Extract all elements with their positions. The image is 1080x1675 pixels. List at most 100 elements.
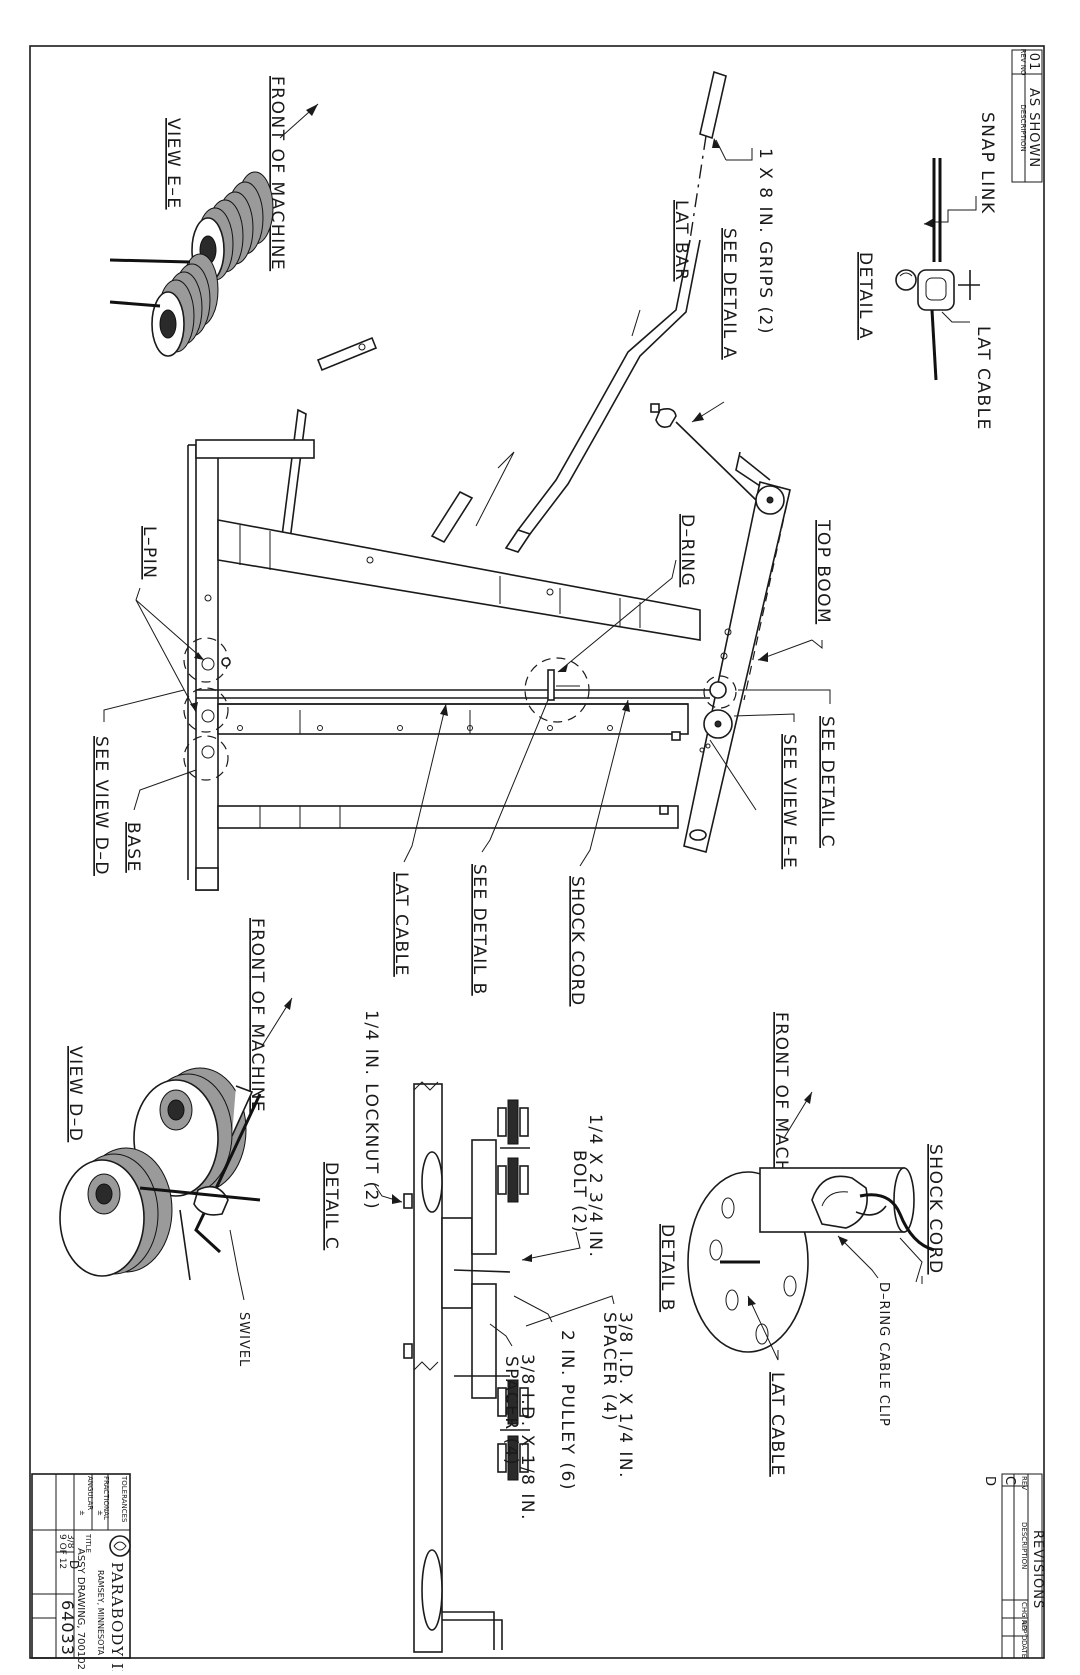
label-l-pin: L–PIN — [139, 526, 159, 579]
angular-value: ± — [78, 1510, 86, 1516]
fractional-caption: FRACTIONAL — [102, 1476, 110, 1520]
snap-link-on-bar — [655, 408, 677, 428]
label-pulley: 2 IN. PULLEY (6) — [557, 1330, 577, 1491]
detail-b: FRONT OF MACHINE DETAIL B SHOCK CORD D–R… — [657, 1012, 945, 1477]
detail-c-callout — [703, 675, 737, 709]
revisions-col-appd: APP'D — [1020, 1620, 1028, 1641]
revisions-zone: D — [982, 1476, 997, 1487]
label-grips: 1 X 8 IN. GRIPS (2) — [755, 148, 775, 335]
detail-a: SNAP LINK LAT CABLE DETAIL A — [855, 112, 997, 431]
rev-description: AS SHOWN — [1026, 88, 1041, 168]
label-d-ring-clip: D–RING CABLE CLIP — [876, 1282, 891, 1427]
size-value: D — [67, 1560, 81, 1569]
label-bolt-line1: 1/4 X 2 3/4 IN. — [585, 1114, 605, 1258]
label-spacer-a-line2: SPACER (4) — [599, 1312, 619, 1422]
label-locknut: 1/4 IN. LOCKNUT (2) — [361, 1010, 381, 1210]
see-view-d-callout — [183, 687, 229, 733]
lat-bar — [517, 239, 691, 531]
front-upright — [217, 703, 689, 735]
base-brace — [281, 408, 307, 542]
label-see-detail-a: SEE DETAIL A — [719, 228, 739, 360]
label-spacer-b-line2: SPACER (4) — [501, 1356, 521, 1466]
label-shock-cord-main: SHOCK CORD — [567, 876, 587, 1007]
label-lat-cable-main: LAT CABLE — [391, 872, 411, 977]
label-snap-link: SNAP LINK — [977, 112, 997, 215]
drawing-title: ASSY DRAWING, 700102 — [75, 1548, 86, 1670]
title-detail-b: DETAIL B — [657, 1224, 677, 1312]
detail-b-callout — [524, 657, 590, 723]
label-spacer-b-line1: 3/8 I.D. X 1/8 IN. — [517, 1354, 537, 1521]
swivel-icon — [193, 1185, 229, 1216]
label-bolt-line2: BOLT (2) — [569, 1150, 589, 1234]
grip-lower — [504, 529, 532, 553]
title-detail-a: DETAIL A — [855, 252, 875, 340]
leader-lat-cable-a — [941, 311, 970, 323]
lat-cable-to-boom — [675, 421, 757, 501]
label-lat-cable-b: LAT CABLE — [767, 1372, 787, 1477]
weight-plate-lower — [59, 1147, 173, 1277]
pulley-upper-group — [497, 1099, 530, 1203]
drawing-number: 64033 — [58, 1600, 77, 1656]
foot-pad — [316, 336, 378, 372]
view-e-e: FRONT OF MACHINE VIEW E–E — [109, 76, 319, 357]
lat-bar-assembly: 1 X 8 IN. GRIPS (2) SEE DETAIL A LAT BAR — [430, 70, 775, 553]
company-city: RAMSEY, MINNESOTA — [96, 1570, 105, 1656]
weight-stack-lower — [151, 253, 219, 357]
revisions-rev: C — [1002, 1476, 1017, 1486]
parabody-logo-icon — [109, 1535, 131, 1557]
label-front-of-machine-b: FRONT OF MACHINE — [771, 1012, 791, 1207]
label-shock-cord-b: SHOCK CORD — [925, 1144, 945, 1275]
grip-cut — [430, 490, 474, 544]
revisions-col-date: DATE — [1020, 1640, 1028, 1658]
tolerances-caption: TOLERANCES — [120, 1475, 128, 1523]
label-see-detail-b: SEE DETAIL B — [469, 864, 489, 996]
rev-number: 01 — [1026, 53, 1041, 72]
base-member — [195, 444, 219, 891]
angular-caption: ANGULAR — [86, 1476, 94, 1510]
d-ring-clip-icon — [811, 1175, 868, 1229]
revisions-title: REVISIONS — [1030, 1530, 1045, 1609]
company-name: PARABODY INC. — [108, 1562, 126, 1671]
rev-col-header: REV NO — [1019, 48, 1027, 76]
title-detail-c: DETAIL C — [321, 1162, 341, 1250]
label-front-of-machine-e: FRONT OF MACHINE — [267, 76, 287, 271]
sheet-value: 9 OF 12 — [57, 1534, 67, 1569]
leader-snap-link — [932, 196, 977, 223]
label-top-boom: TOP BOOM — [813, 519, 833, 624]
label-base: BASE — [123, 822, 143, 873]
grip-upper — [699, 70, 727, 140]
right-upright — [217, 805, 679, 829]
desc-col-header: DESCRIPTION — [1019, 104, 1027, 151]
revisions-table: REVISIONS REV DESCRIPTION CHG NO APP'D D… — [982, 1473, 1045, 1659]
view-d-d: FRONT OF MACHINE VIEW D–D SWIVEL — [59, 918, 293, 1367]
revisions-col-desc: DESCRIPTION — [1020, 1522, 1028, 1569]
rear-upright — [217, 519, 701, 641]
title-view-e: VIEW E–E — [163, 118, 183, 210]
revisions-col-rev: REV — [1020, 1476, 1028, 1490]
scale-value: 3/8 — [65, 1534, 75, 1549]
shock-cord-rope — [859, 1193, 935, 1252]
detail-c: 1/4 IN. LOCKNUT (2) DETAIL C — [321, 1010, 635, 1653]
revision-block: REV NO DESCRIPTION 01 AS SHOWN — [1011, 48, 1043, 183]
title-view-d: VIEW D–D — [65, 1046, 85, 1142]
lat-cable-wire — [930, 309, 938, 381]
label-see-detail-c: SEE DETAIL C — [817, 716, 837, 848]
break-line — [475, 451, 515, 527]
bolt-icon — [453, 1269, 511, 1273]
locknut-icon — [403, 1193, 413, 1209]
label-front-of-machine-d: FRONT OF MACHINE — [247, 918, 267, 1113]
main-frame — [183, 336, 791, 891]
base-callout — [183, 735, 229, 781]
revisions-col-chg: CHG NO — [1020, 1602, 1028, 1631]
label-lat-bar: LAT BAR — [671, 200, 691, 282]
title-caption: TITLE — [84, 1533, 92, 1553]
label-see-view-e: SEE VIEW E–E — [779, 734, 799, 869]
pulley-lower-group — [497, 1379, 530, 1481]
label-spacer-a-line1: 3/8 I.D. X 1/4 IN. — [615, 1312, 635, 1479]
snap-link-body — [917, 269, 955, 311]
top-boom — [683, 481, 791, 853]
label-see-view-d: SEE VIEW D–D — [91, 736, 111, 876]
title-block: PARABODY INC. RAMSEY, MINNESOTA TITLE AS… — [31, 1473, 131, 1675]
